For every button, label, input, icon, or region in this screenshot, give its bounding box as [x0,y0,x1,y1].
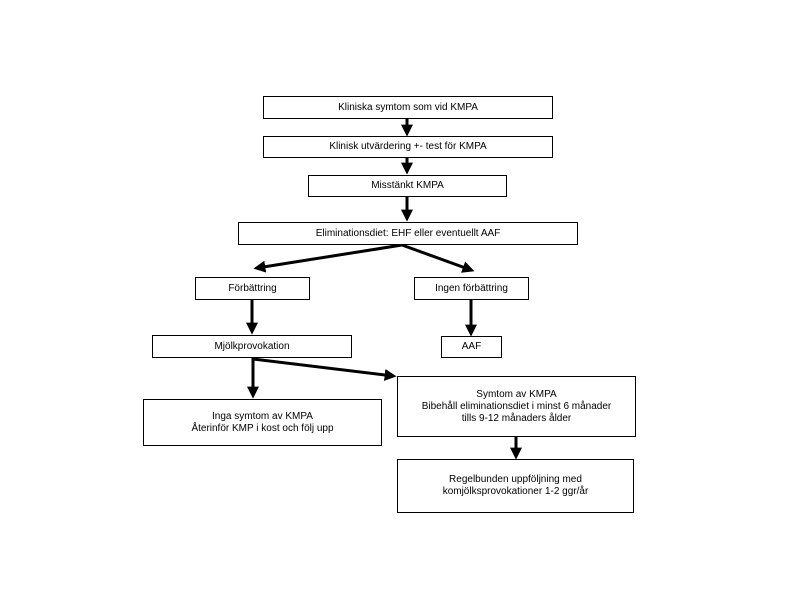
arrow-eliminationsdiet-to-ingen-forbattring [401,243,475,273]
node-text-line: Inga symtom av KMPA [212,410,313,422]
node-inga-symtom: Inga symtom av KMPA Återinför KMP i kost… [143,399,382,446]
node-mjolkprovokation: Mjölkprovokation [152,335,352,358]
node-text-line: tills 9-12 månaders ålder [461,412,572,424]
node-text-line: Mjölkprovokation [214,340,290,352]
node-text-line: Klinisk utvärdering +- test för KMPA [329,141,487,152]
node-text-line: Förbättring [228,282,277,294]
arrow-mjolkprovokation-to-symtom [252,357,397,381]
node-text-line: komjölksprovokationer 1-2 ggr/år [442,486,589,497]
node-text-line: Kliniska symtom som vid KMPA [338,101,478,113]
arrow-eliminationsdiet-to-forbattring [253,243,403,273]
node-text-line: Återinför KMP i kost och följ upp [191,422,334,434]
node-regelbunden-uppfoljning: Regelbunden uppföljning med komjölksprov… [397,459,634,513]
node-misstankt-kmpa: Misstänkt KMPA [308,175,507,197]
node-ingen-forbattring: Ingen förbättring [414,277,529,300]
node-text-line: Symtom av KMPA [476,388,557,400]
node-aaf: AAF [441,336,502,358]
node-forbattring: Förbättring [195,277,310,300]
node-kliniska-symtom: Kliniska symtom som vid KMPA [263,96,553,119]
node-symtom-av-kmpa: Symtom av KMPA Bibehåll eliminationsdiet… [397,376,636,437]
node-eliminationsdiet: Eliminationsdiet: EHF eller eventuellt A… [238,222,578,245]
node-text-line: Regelbunden uppföljning med [449,474,582,485]
node-klinisk-utvardering: Klinisk utvärdering +- test för KMPA [263,136,553,158]
node-text-line: Eliminationsdiet: EHF eller eventuellt A… [315,227,501,239]
node-text-line: AAF [461,341,482,352]
node-text-line: Ingen förbättring [435,282,508,294]
node-text-line: Misstänkt KMPA [371,180,444,191]
node-text-line: Bibehåll eliminationsdiet i minst 6 måna… [421,400,612,412]
